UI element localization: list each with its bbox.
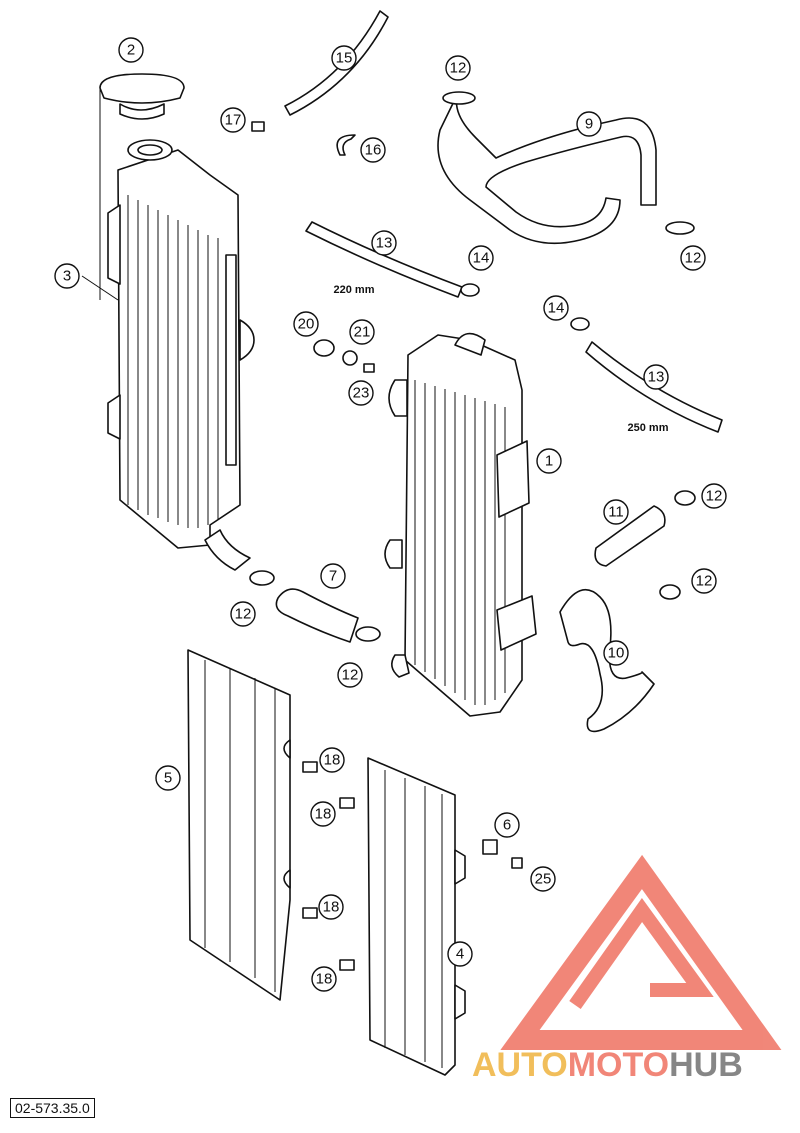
callout-23: 23 (348, 380, 374, 406)
dimension-220: 220 mm (334, 284, 375, 296)
svg-text:3: 3 (63, 268, 71, 285)
callout-15: 15 (331, 45, 357, 71)
louvre-4 (367, 757, 466, 1076)
watermark-logo: AUTOMOTOHUB (472, 854, 782, 1084)
svg-text:6: 6 (503, 817, 511, 834)
svg-text:18: 18 (316, 971, 333, 988)
callout-20: 20 (293, 311, 319, 337)
watermark-part3: HUB (669, 1046, 743, 1084)
svg-text:250 mm: 250 mm (628, 422, 669, 434)
hose-11 (594, 505, 666, 567)
callout-12-b: 12 (680, 245, 706, 271)
callout-17: 17 (220, 107, 246, 133)
callout-14-a: 14 (468, 245, 494, 271)
watermark-part1: AUTO (472, 1046, 568, 1084)
watermark-part2: MOTO (568, 1046, 669, 1084)
svg-text:18: 18 (324, 752, 341, 769)
radiator-left (81, 87, 255, 571)
callout-12-e: 12 (230, 601, 256, 627)
svg-text:25: 25 (535, 871, 552, 888)
callout-4: 4 (447, 941, 473, 967)
callout-12-d: 12 (691, 568, 717, 594)
svg-text:14: 14 (473, 250, 490, 267)
svg-text:9: 9 (585, 116, 593, 133)
callout-9: 9 (576, 111, 602, 137)
callout-18-d: 18 (311, 966, 337, 992)
svg-text:23: 23 (353, 385, 370, 402)
callout-21: 21 (349, 319, 375, 345)
callout-7: 7 (320, 563, 346, 589)
callout-13-b: 13 (643, 364, 669, 390)
svg-text:12: 12 (696, 573, 713, 590)
hose-15 (284, 10, 389, 116)
callout-16: 16 (360, 137, 386, 163)
svg-text:5: 5 (164, 770, 172, 787)
svg-text:12: 12 (685, 250, 702, 267)
svg-text:7: 7 (329, 568, 337, 585)
svg-text:AUTOMOTOHUB: AUTOMOTOHUB (472, 1046, 743, 1084)
svg-text:13: 13 (376, 235, 393, 252)
svg-text:12: 12 (706, 488, 723, 505)
callout-11: 11 (603, 499, 629, 525)
callout-6: 6 (494, 812, 520, 838)
hose-9 (437, 92, 657, 245)
callout-3: 3 (54, 263, 80, 289)
reference-code: 02-573.35.0 (10, 1098, 95, 1118)
svg-text:4: 4 (456, 946, 464, 963)
svg-text:20: 20 (298, 316, 315, 333)
callout-14-b: 14 (543, 295, 569, 321)
dimension-250: 250 mm (628, 422, 669, 434)
svg-text:11: 11 (608, 504, 624, 521)
callout-2: 2 (118, 37, 144, 63)
small-parts (251, 121, 523, 971)
callout-5: 5 (155, 765, 181, 791)
callout-12-c: 12 (701, 483, 727, 509)
callout-13-a: 13 (371, 230, 397, 256)
svg-text:13: 13 (648, 369, 665, 386)
louvre-5 (187, 649, 291, 1001)
callout-12-a: 12 (445, 55, 471, 81)
svg-text:12: 12 (342, 667, 359, 684)
svg-text:14: 14 (548, 300, 565, 317)
hose-clamps (249, 91, 696, 642)
svg-text:17: 17 (225, 112, 242, 129)
callout-18-a: 18 (319, 747, 345, 773)
svg-text:10: 10 (608, 645, 625, 662)
svg-text:18: 18 (315, 806, 332, 823)
callout-10: 10 (603, 640, 629, 666)
svg-text:2: 2 (127, 42, 135, 59)
hose-13-upper (305, 221, 463, 298)
radiator-right (384, 332, 537, 717)
svg-text:12: 12 (450, 60, 467, 77)
callout-18-c: 18 (318, 894, 344, 920)
svg-text:15: 15 (336, 50, 353, 67)
svg-text:220 mm: 220 mm (334, 284, 375, 296)
svg-text:18: 18 (323, 899, 340, 916)
radiator-cap (99, 73, 185, 120)
svg-text:1: 1 (545, 453, 553, 470)
callout-1: 1 (536, 448, 562, 474)
callout-25: 25 (530, 866, 556, 892)
svg-text:12: 12 (235, 606, 252, 623)
hose-7 (275, 588, 359, 643)
svg-text:21: 21 (354, 324, 371, 341)
callout-12-f: 12 (337, 662, 363, 688)
svg-text:16: 16 (365, 142, 382, 159)
callout-18-b: 18 (310, 801, 336, 827)
